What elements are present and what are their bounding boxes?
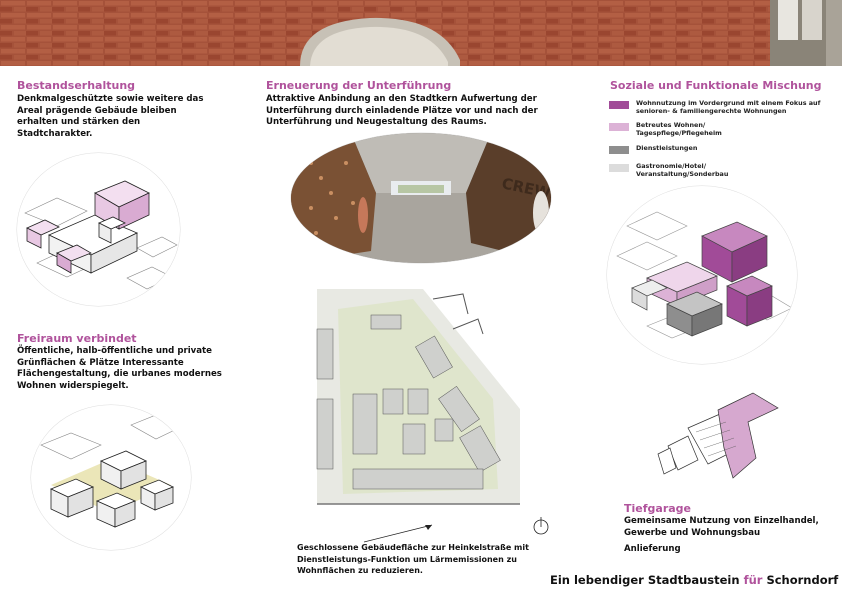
legend-swatch xyxy=(609,123,629,131)
bestand-axonometry-drawing xyxy=(24,180,178,290)
section-text-freiraum: Öffentliche, halb-öffentliche und privat… xyxy=(17,346,222,391)
underpass-rendering-image: CREWS xyxy=(291,133,551,263)
tiefgarage-plan xyxy=(648,388,780,480)
section-text-tiefgarage: Gemeinsame Nutzung von Einzelhandel, Gew… xyxy=(624,516,819,538)
legend-swatch xyxy=(609,146,629,154)
legend-swatch xyxy=(609,101,629,109)
legend-item-wohnen: Wohnnutzung im Vordergrund mit einem Fok… xyxy=(609,99,836,115)
section-text-unterfuehrung: Attraktive Anbindung an den Stadtkern Au… xyxy=(266,94,538,127)
legend-item-dienstleistungen: Dienstleistungen xyxy=(609,144,836,154)
brick-wall-banner xyxy=(0,0,842,66)
underpass-rendering: CREWS xyxy=(291,133,551,263)
slogan-accent: für xyxy=(743,573,763,587)
freiraum-axonometry-circle xyxy=(31,405,191,550)
section-title-unterfuehrung: Erneuerung der Unterführung xyxy=(266,79,452,92)
slogan-part-1: Ein lebendiger Stadtbaustein xyxy=(550,573,744,587)
mischung-axonometry-circle xyxy=(607,186,797,364)
legend-item-betreutes-wohnen: Betreutes Wohnen/ Tagespflege/Pflegeheim xyxy=(609,121,756,137)
slogan-part-2: Schorndorf xyxy=(762,573,839,587)
site-plan-drawing xyxy=(316,289,520,505)
legend-label: Dienstleistungen xyxy=(636,144,698,152)
pointer-arrow xyxy=(363,524,433,543)
legend-label: Wohnnutzung im Vordergrund mit einem Fok… xyxy=(636,99,821,115)
brick-wall-image xyxy=(0,0,842,66)
freiraum-axonometry-drawing xyxy=(40,414,182,528)
mischung-axonometry-drawing xyxy=(616,211,793,339)
section-title-tiefgarage: Tiefgarage xyxy=(624,502,691,515)
site-plan xyxy=(303,289,520,518)
slogan: Ein lebendiger Stadtbaustein für Schornd… xyxy=(550,573,838,587)
legend-swatch xyxy=(609,164,629,172)
north-arrow-icon xyxy=(533,517,549,535)
bestand-axonometry-circle xyxy=(17,153,180,306)
legend-label: Gastronomie/Hotel/ Veranstaltung/Sonderb… xyxy=(636,162,729,178)
section-title-freiraum: Freiraum verbindet xyxy=(17,332,137,345)
legend-label: Betreutes Wohnen/ Tagespflege/Pflegeheim xyxy=(636,121,722,137)
section-text-bestand: Denkmalgeschützte sowie weitere das Area… xyxy=(17,94,204,139)
section-text-anlieferung: Anlieferung xyxy=(624,544,681,554)
tiefgarage-plan-drawing xyxy=(657,392,779,479)
section-title-bestand: Bestandserhaltung xyxy=(17,79,136,92)
legend-item-gastronomie: Gastronomie/Hotel/ Veranstaltung/Sonderb… xyxy=(609,162,756,178)
plan-note: Geschlossene Gebäudefläche zur Heinkelst… xyxy=(297,543,529,575)
section-title-mischung: Soziale und Funktionale Mischung xyxy=(610,79,822,92)
